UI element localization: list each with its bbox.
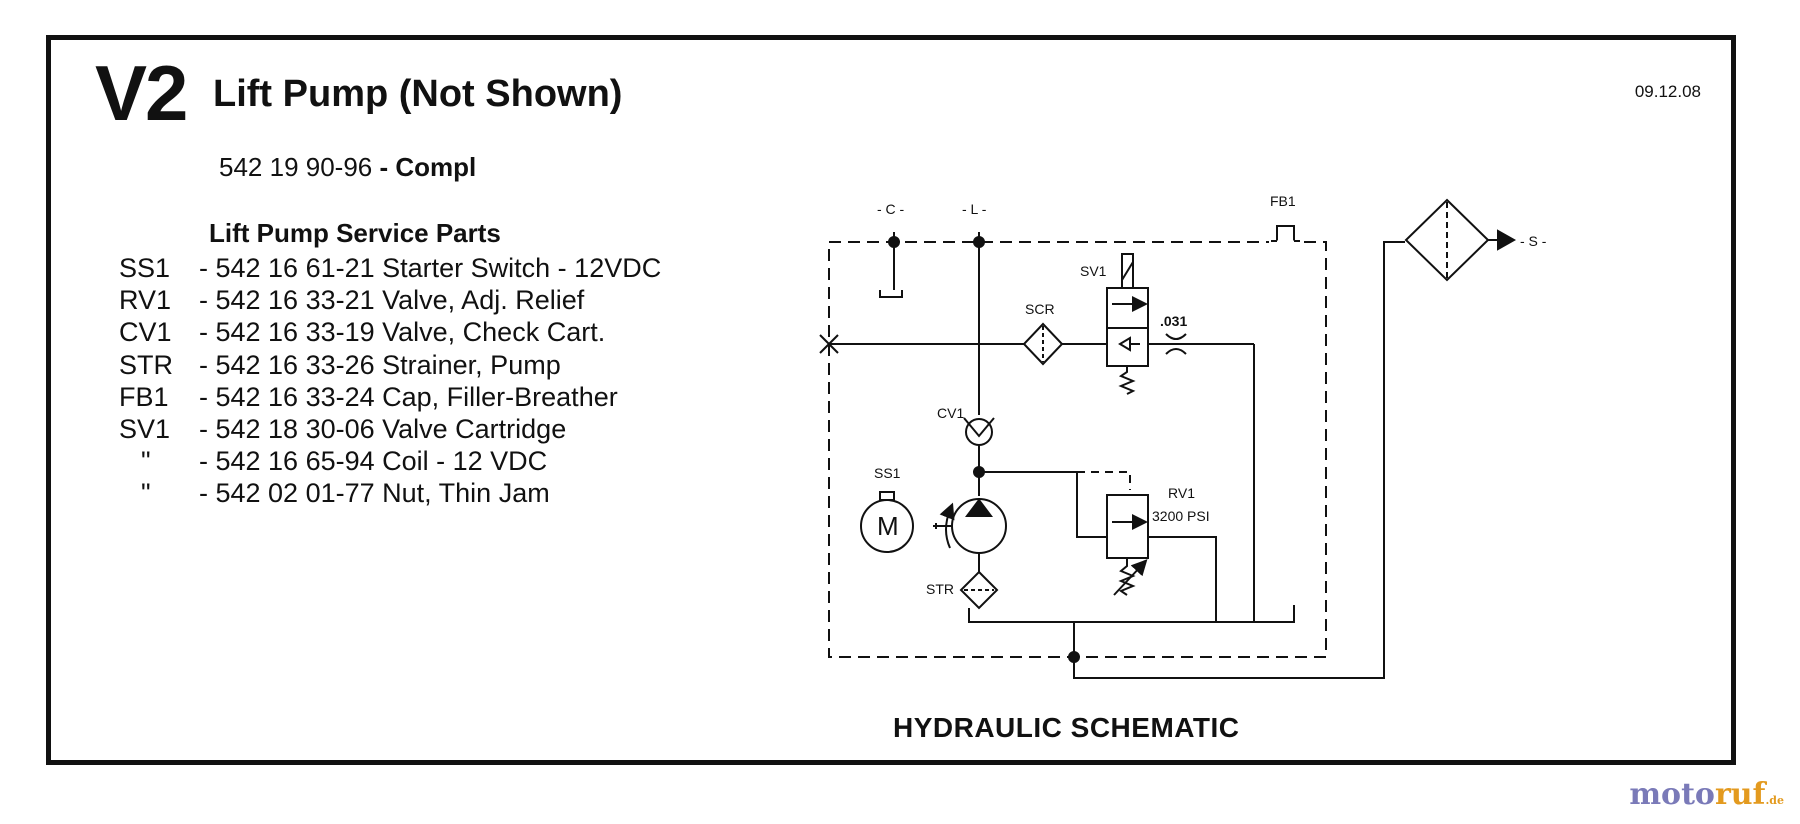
logo-part2: ruf [1714, 777, 1766, 812]
ss1-label: SS1 [874, 465, 901, 481]
part-desc: - 542 16 33-19 Valve, Check Cart. [199, 317, 606, 348]
part-desc: - 542 18 30-06 Valve Cartridge [199, 414, 567, 445]
tank-suction-line [968, 605, 1295, 623]
orifice-label: .031 [1160, 313, 1187, 329]
port-l-label: - L - [962, 201, 987, 217]
part-code: CV1 [119, 317, 172, 348]
cv1-check-valve [963, 417, 995, 446]
part-desc: - 542 16 61-21 Starter Switch - 12VDC [199, 253, 662, 283]
section-code: V2 [95, 49, 188, 137]
str-label: STR [926, 581, 954, 597]
orifice-symbol [1148, 333, 1254, 355]
assembly-part-number: 542 19 90-96 - Compl [219, 152, 476, 183]
motor-label: M [877, 511, 899, 541]
part-row: RV1 - 542 16 33-21 Valve, Adj. Relief [119, 284, 661, 316]
cv1-label: CV1 [937, 405, 964, 421]
line-pump-to-rv1 [979, 471, 1107, 538]
service-parts-list: SS1 - 542 16 61-21 Starter Switch - 12VDC… [119, 252, 661, 510]
junction-dot [888, 236, 900, 248]
rv1-label: RV1 [1168, 485, 1195, 501]
s-port-filter-symbol [1404, 198, 1517, 282]
part-row: " - 542 02 01-77 Nut, Thin Jam [119, 477, 661, 509]
part-desc: - 542 02 01-77 Nut, Thin Jam [199, 478, 550, 509]
part-code: SV1 [119, 414, 171, 445]
port-c-label: - C - [877, 201, 905, 217]
part-code: SS1 [119, 253, 171, 283]
logo-part1: moto [1629, 777, 1715, 812]
port-s-label: - S - [1520, 233, 1547, 249]
motoruf-logo: motoruf.de [1629, 777, 1784, 812]
sv1-label: SV1 [1080, 263, 1107, 279]
part-desc: - 542 16 33-24 Cap, Filler-Breather [199, 381, 618, 412]
ss1-motor-symbol [860, 491, 914, 553]
line-to-s-port [1073, 241, 1405, 679]
part-desc: - 542 16 33-26 Strainer, Pump [199, 349, 561, 380]
part-code: RV1 [119, 285, 172, 316]
lift-pump-symbol [933, 498, 1007, 554]
part-desc: - 542 16 33-21 Valve, Adj. Relief [199, 285, 585, 316]
str-strainer-symbol [959, 570, 999, 610]
part-row: FB1 - 542 16 33-24 Cap, Filler-Breather [119, 381, 661, 413]
part-row: SV1 - 542 18 30-06 Valve Cartridge [119, 413, 661, 445]
part-code: " [141, 446, 151, 477]
sv1-solenoid-valve [1106, 253, 1149, 395]
crossed-return-line [819, 334, 1025, 354]
part-row: " - 542 16 65-94 Coil - 12 VDC [119, 445, 661, 477]
part-code: " [141, 478, 151, 509]
part-row: CV1 - 542 16 33-19 Valve, Check Cart. [119, 316, 661, 348]
fb1-label: FB1 [1270, 193, 1296, 209]
part-desc: - 542 16 65-94 Coil - 12 VDC [199, 446, 548, 477]
service-parts-heading: Lift Pump Service Parts [209, 218, 501, 248]
rv1-pressure-label: 3200 PSI [1152, 508, 1210, 524]
part-number: 542 19 90-96 [219, 152, 373, 182]
rv1-relief-valve [1106, 494, 1149, 596]
reservoir-boundary [828, 241, 1327, 658]
scr-label: SCR [1025, 301, 1055, 317]
scr-screen-symbol [1022, 322, 1064, 366]
part-row: STR - 542 16 33-26 Strainer, Pump [119, 349, 661, 381]
drawing-frame: V2 Lift Pump (Not Shown) 542 19 90-96 - … [46, 35, 1736, 765]
rv1-pilot-line [1077, 471, 1131, 490]
part-code: FB1 [119, 381, 169, 412]
part-row: SS1 - 542 16 61-21 Starter Switch - 12VDC [119, 252, 661, 284]
part-code: STR [119, 349, 173, 380]
line-rv1-to-tank [1148, 536, 1217, 622]
logo-part3: .de [1765, 794, 1784, 807]
part-suffix: - Compl [379, 152, 477, 182]
schematic-caption: HYDRAULIC SCHEMATIC [893, 712, 1240, 743]
fb1-breather-symbol [1276, 225, 1295, 242]
junction-dot [973, 236, 985, 248]
revision-date: 09.12.08 [1634, 82, 1701, 101]
page-title: Lift Pump (Not Shown) [213, 73, 623, 115]
